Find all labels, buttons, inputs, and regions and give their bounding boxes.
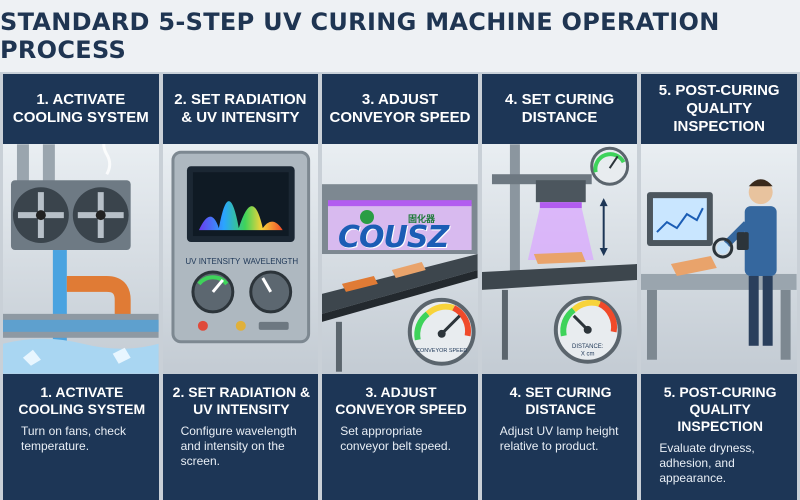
steps-row: 1. ACTIVATE COOLING SYSTEM bbox=[0, 74, 800, 500]
step-3: 3. ADJUST CONVEYOR SPEED CONVEYOR SPEED bbox=[322, 74, 478, 500]
step-4-header: 4. SET CURING DISTANCE bbox=[481, 74, 638, 144]
inspection-illustration bbox=[641, 144, 797, 374]
lamp-distance-illustration: DISTANCE: X cm bbox=[481, 144, 638, 374]
step-2: 2. SET RADIATION & UV INTENSITY bbox=[162, 74, 319, 500]
step-3-description: Set appropriate conveyor belt speed. bbox=[340, 424, 451, 453]
step-1-caption: 1. ACTIVATE COOLING SYSTEM Turn on fans,… bbox=[3, 374, 159, 500]
distance-label: DISTANCE: bbox=[572, 344, 604, 350]
step-3-header: 3. ADJUST CONVEYOR SPEED bbox=[322, 74, 478, 144]
conveyor-speed-label: CONVEYOR SPEED bbox=[416, 348, 467, 354]
uv-intensity-label: UV INTENSITY bbox=[185, 257, 241, 266]
control-panel-illustration: UV INTENSITY WAVELENGTH bbox=[162, 144, 319, 374]
step-1-caption-title: 1. ACTIVATE COOLING SYSTEM bbox=[18, 384, 146, 417]
step-5-caption-title: 5. POST-CURING QUALITY INSPECTION bbox=[663, 384, 777, 434]
step-5-header: 5. POST-CURING QUALITY INSPECTION bbox=[641, 74, 797, 144]
step-4: 4. SET CURING DISTANCE bbox=[481, 74, 638, 500]
inspector-icon bbox=[641, 179, 797, 360]
step-2-caption: 2. SET RADIATION & UV INTENSITY Configur… bbox=[162, 374, 319, 500]
step-4-description: Adjust UV lamp height relative to produc… bbox=[499, 424, 619, 453]
step-4-caption-title: 4. SET CURING DISTANCE bbox=[509, 384, 612, 417]
step-5-caption: 5. POST-CURING QUALITY INSPECTION Evalua… bbox=[641, 374, 797, 500]
step-5: 5. POST-CURING QUALITY INSPECTION bbox=[641, 74, 797, 500]
cooling-fans-illustration bbox=[3, 144, 159, 374]
lamp-distance-icon: DISTANCE: X cm bbox=[481, 144, 638, 364]
step-4-caption: 4. SET CURING DISTANCE Adjust UV lamp he… bbox=[481, 374, 638, 500]
step-3-caption-title: 3. ADJUST CONVEYOR SPEED bbox=[335, 384, 467, 417]
step-1-header: 1. ACTIVATE COOLING SYSTEM bbox=[3, 74, 159, 144]
control-panel-icon: UV INTENSITY WAVELENGTH bbox=[171, 150, 310, 344]
conveyor-gauge-icon: CONVEYOR SPEED bbox=[322, 184, 478, 372]
step-1-description: Turn on fans, check temperature. bbox=[21, 424, 126, 453]
conveyor-illustration: CONVEYOR SPEED bbox=[322, 144, 478, 374]
cooling-fans-icon bbox=[3, 144, 159, 374]
step-3-caption: 3. ADJUST CONVEYOR SPEED Set appropriate… bbox=[322, 374, 478, 500]
page-title: STANDARD 5-STEP UV CURING MACHINE OPERAT… bbox=[0, 0, 800, 74]
step-2-caption-title: 2. SET RADIATION & UV INTENSITY bbox=[172, 384, 311, 417]
step-2-description: Configure wavelength and intensity on th… bbox=[180, 424, 297, 468]
step-1: 1. ACTIVATE COOLING SYSTEM bbox=[3, 74, 159, 500]
wavelength-label: WAVELENGTH bbox=[243, 257, 298, 266]
step-2-header: 2. SET RADIATION & UV INTENSITY bbox=[162, 74, 319, 144]
step-5-description: Evaluate dryness, adhesion, and appearan… bbox=[659, 441, 755, 485]
distance-value: X cm bbox=[581, 352, 595, 358]
